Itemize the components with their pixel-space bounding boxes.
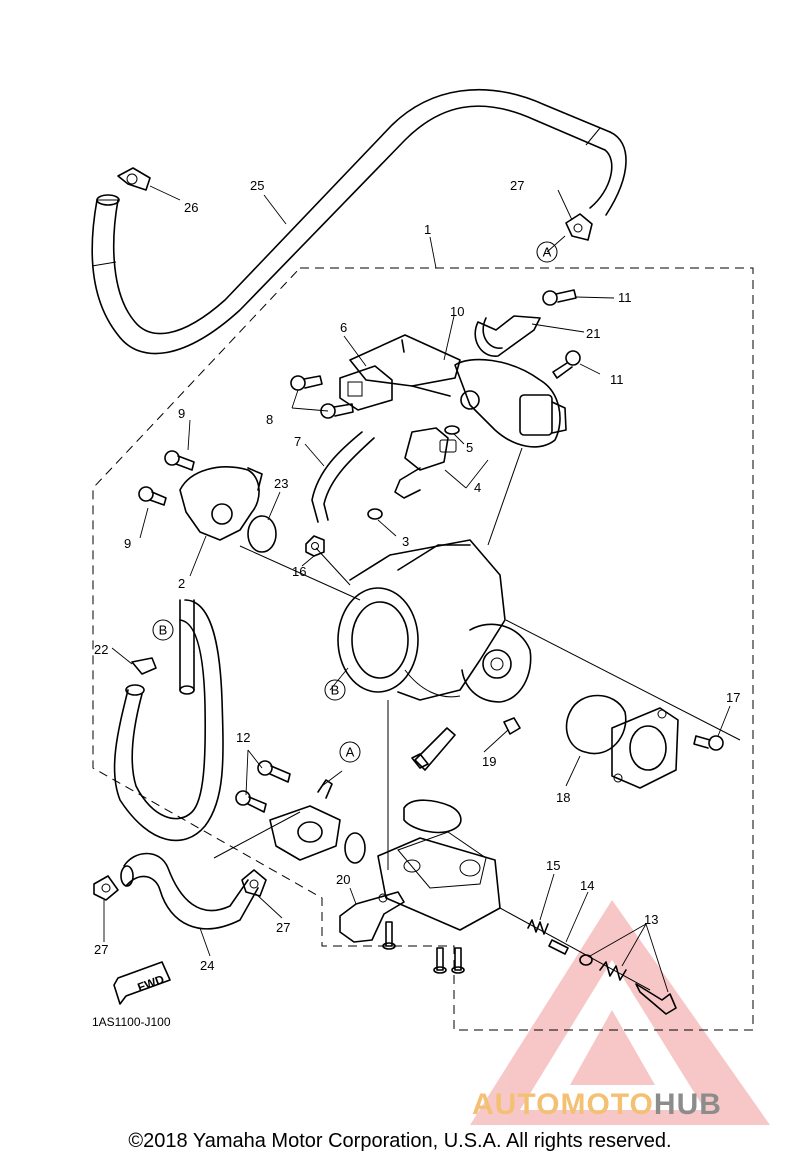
o-ring-joint [344,832,366,864]
part-label-5: 5 [466,440,473,455]
part-label-27b: 27 [94,942,108,957]
part-label-18: 18 [556,790,570,805]
spring-15 [527,919,549,935]
part-label-20: 20 [336,872,350,887]
injector-4 [394,427,457,499]
svg-text:B: B [331,683,340,698]
part-label-13: 13 [644,912,658,927]
watermark-text: AUTOMOTOHUB [472,1088,722,1122]
breather-hose [91,88,627,355]
svg-text:A: A [346,745,355,760]
part-label-16: 16 [292,564,306,579]
bypass-valve-body [377,831,501,931]
assembly-centerlines [213,447,741,991]
bolt-lower-mid-2 [451,947,465,974]
marker-b-left: B [152,619,174,641]
spring-13 [599,961,627,981]
screw-11-top [542,289,577,306]
diagram-code: 1AS1100-J100 [92,1015,171,1029]
hose-7 [311,431,375,523]
gasket-plate [403,799,462,834]
screw-9-bottom [138,486,167,506]
part-label-3: 3 [402,534,409,549]
screw-12-top [257,760,291,783]
o-ring-5 [444,425,460,435]
marker-a-bottom: A [339,741,361,763]
bolt-lower-left [382,921,396,950]
part-label-22: 22 [94,642,108,657]
part-label-23: 23 [274,476,288,491]
svg-text:A: A [543,245,552,260]
leader-lines [103,185,731,993]
hose-clamp-22 [131,657,157,675]
hose-24 [120,852,259,930]
fuel-rail-10 [349,334,567,448]
part-label-27a: 27 [510,178,524,193]
watermark-text-part1: AUTOMOTO [472,1088,654,1121]
part-label-27c: 27 [276,920,290,935]
seal-3 [367,508,383,520]
screw-8-top [290,375,323,391]
hose-clamp-27-left [93,875,119,901]
part-label-14: 14 [580,878,594,893]
part-label-8: 8 [266,412,273,427]
hose-clamp-27-top [565,213,593,241]
part-label-10: 10 [450,304,464,319]
pin-14 [548,939,569,955]
cover-17 [611,707,679,789]
part-label-12: 12 [236,730,250,745]
svg-text:B: B [159,623,168,638]
part-label-6: 6 [340,320,347,335]
throttle-sensor-2 [179,466,263,541]
screw-12-bottom [235,790,267,813]
part-label-19: 19 [482,754,496,769]
fwd-label: FWD [136,972,167,995]
throttle-bolt [411,727,456,771]
bracket-21 [474,315,541,357]
watermark-triangle [470,900,770,1125]
assembly-boundary [92,267,754,1031]
nut-16 [305,535,325,557]
connector-6 [339,365,393,411]
part-label-26: 26 [184,200,198,215]
part-label-15: 15 [546,858,560,873]
part-label-7: 7 [294,434,301,449]
screw-9-top [164,450,195,471]
bracket-20 [339,891,405,943]
part-label-4: 4 [474,480,481,495]
marker-a-top: A [536,241,558,263]
part-label-9b: 9 [124,536,131,551]
part-label-17: 17 [726,690,740,705]
screw-13 [635,983,677,1015]
bolt-lower-mid-1 [433,947,447,974]
fwd-arrow-icon [113,961,171,1005]
o-ring-23 [247,515,277,553]
part-label-9a: 9 [178,406,185,421]
part-label-1: 1 [424,222,431,237]
joint-12 [269,779,341,861]
gasket-18 [565,694,627,755]
copyright-notice: ©2018 Yamaha Motor Corporation, U.S.A. A… [128,1130,672,1152]
hose-b [113,599,224,842]
part-label-11b: 11 [610,372,624,387]
part-label-21: 21 [586,326,600,341]
part-label-2: 2 [178,576,185,591]
marker-b-body: B [324,679,346,701]
screw-8-bottom [320,403,354,419]
watermark-text-part2: HUB [653,1088,722,1121]
throttle-body [337,539,532,703]
part-label-11a: 11 [618,290,632,305]
hose-clamp-27-right [241,869,267,897]
hose-clamp-26 [117,167,151,191]
part-label-25: 25 [250,178,264,193]
screw-17 [693,735,724,751]
part-label-24: 24 [200,958,214,973]
screw-11-lower [552,350,581,379]
